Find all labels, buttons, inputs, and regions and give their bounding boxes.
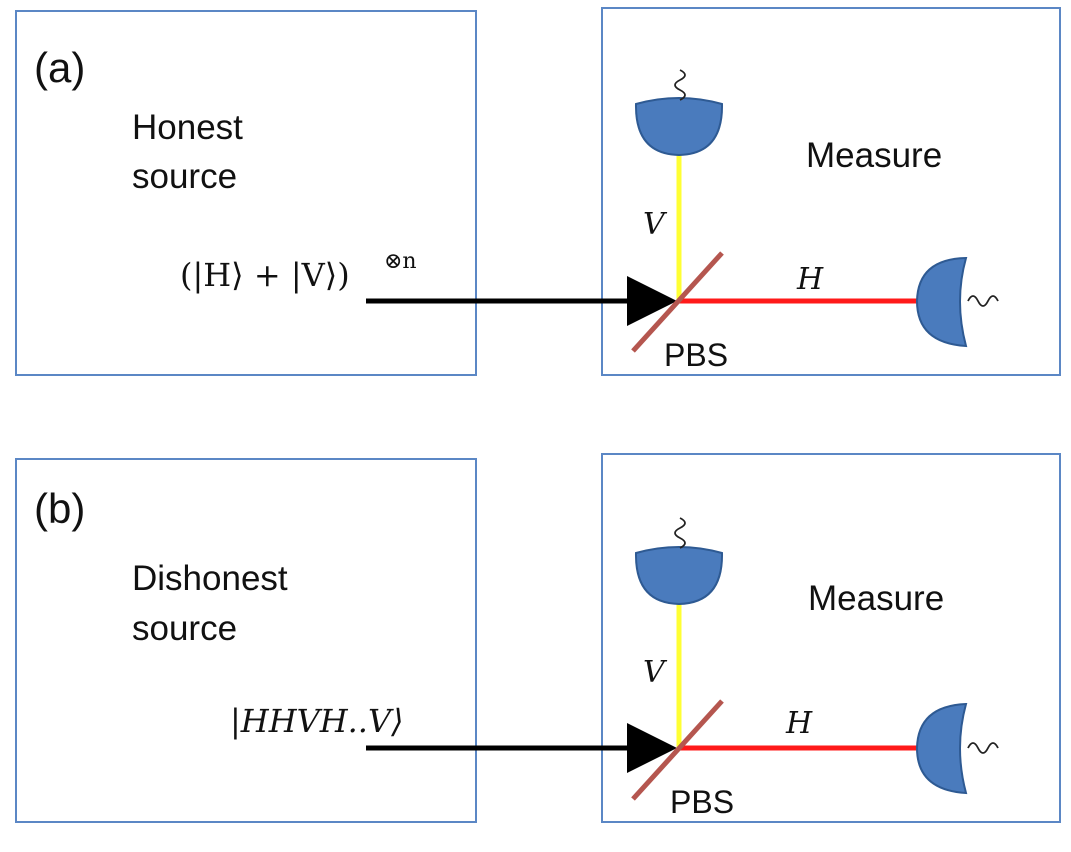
source-title-line2-b: source — [132, 609, 237, 648]
beam-splitter-icon — [631, 251, 724, 353]
beam-splitter-icon — [631, 699, 724, 801]
state-label-a: (|H⟩ + |V⟩) — [180, 256, 350, 294]
source-box-b — [15, 458, 477, 823]
source-title-line1-a: Honest — [132, 108, 243, 147]
panel-label-b: (b) — [34, 485, 85, 532]
measure-label-b: Measure — [808, 579, 944, 618]
state-label-b: |HHVH..V⟩ — [230, 702, 404, 740]
panel-a: (a) Honest source (|H⟩ + |V⟩) ⊗n Measure… — [15, 7, 1061, 376]
detector-icon — [634, 517, 724, 606]
source-title-line1-b: Dishonest — [132, 559, 288, 598]
detector-icon — [915, 256, 999, 348]
v-label-b: V — [643, 655, 668, 690]
panel-b: (b) Dishonest source |HHVH..V⟩ Measure V… — [15, 453, 1061, 823]
measure-box-a — [601, 7, 1061, 376]
measure-label-a: Measure — [806, 136, 942, 175]
measure-box-b — [601, 453, 1061, 823]
source-box-a — [15, 10, 477, 376]
v-label-a: V — [643, 207, 668, 242]
pbs-label-b: PBS — [670, 784, 734, 820]
panel-label-a: (a) — [34, 44, 85, 91]
detector-icon — [915, 702, 999, 795]
detector-icon — [634, 69, 724, 157]
source-title-line2-a: source — [132, 157, 237, 196]
h-label-b: H — [785, 706, 813, 741]
pbs-label-a: PBS — [664, 337, 728, 373]
h-label-a: H — [796, 262, 824, 297]
state-exponent-a: ⊗n — [384, 249, 417, 274]
